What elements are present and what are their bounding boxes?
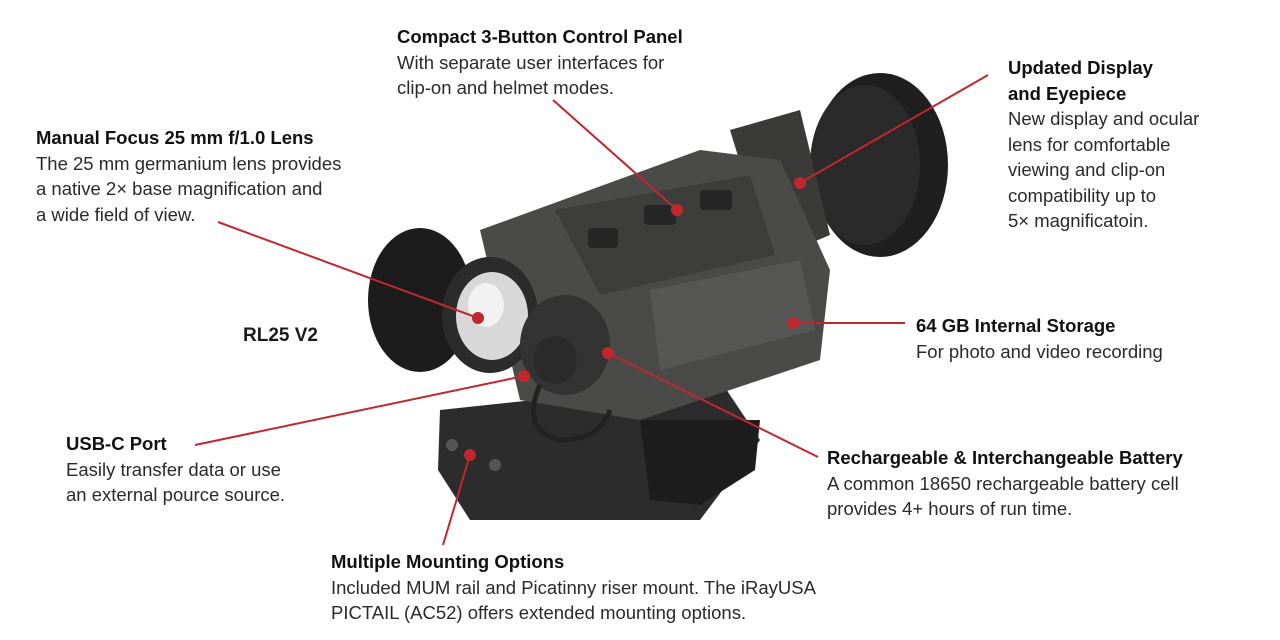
callout-title: Updated Display and Eyepiece (1008, 57, 1153, 104)
callout-description: For photo and video recording (916, 340, 1163, 362)
callout-lens: Manual Focus 25 mm f/1.0 Lens The 25 mm … (36, 125, 341, 227)
callout-title: USB-C Port (66, 433, 167, 454)
leader-lines (194, 74, 989, 546)
callout-mounting: Multiple Mounting Options Included MUM r… (331, 549, 816, 626)
callout-description: Included MUM rail and Picatinny riser mo… (331, 576, 816, 624)
callout-display: Updated Display and Eyepiece New display… (1008, 55, 1199, 234)
callout-description: New display and ocular lens for comforta… (1008, 108, 1200, 231)
callout-title: 64 GB Internal Storage (916, 315, 1116, 336)
model-label: RL25 V2 (243, 325, 318, 346)
callout-title: Compact 3-Button Control Panel (397, 26, 683, 47)
callout-title: Manual Focus 25 mm f/1.0 Lens (36, 127, 314, 148)
callout-description: The 25 mm germanium lens provides a nati… (36, 152, 342, 225)
callout-description: A common 18650 rechargeable battery cell… (827, 472, 1179, 520)
callout-description: Easily transfer data or use an external … (66, 458, 286, 506)
callout-battery: Rechargeable & Interchangeable Battery A… (827, 445, 1183, 522)
callout-control-panel: Compact 3-Button Control Panel With sepa… (397, 24, 683, 101)
thermal-monocular-device (368, 73, 948, 520)
callout-title: Multiple Mounting Options (331, 551, 565, 572)
callout-storage: 64 GB Internal Storage For photo and vid… (916, 313, 1163, 364)
callout-description: With separate user interfaces for clip-o… (397, 51, 665, 99)
callout-title: Rechargeable & Interchangeable Battery (827, 447, 1183, 468)
callout-usb: USB-C Port Easily transfer data or use a… (66, 431, 285, 508)
